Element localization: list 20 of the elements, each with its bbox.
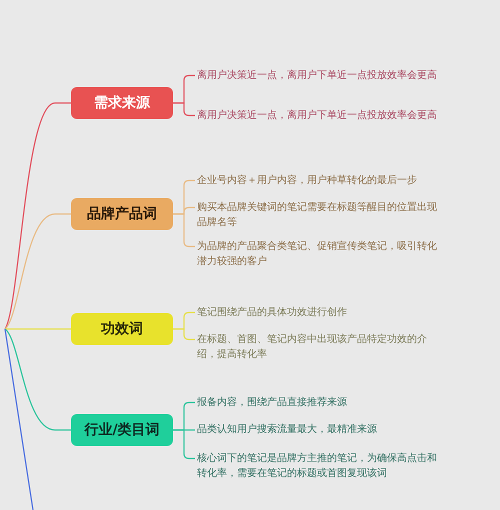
branch-text: 企业号内容＋用户内容，用户种草转化的最后一步: [197, 173, 437, 188]
branch-text: 报备内容，围绕产品直接推荐来源: [197, 395, 437, 410]
branch-line: [4, 213, 71, 330]
branch-line: [5, 328, 71, 330]
topic-box: 品牌产品词: [71, 198, 173, 230]
branch-text: 笔记围绕产品的具体功效进行创作: [197, 305, 437, 320]
topic-box: 需求来源: [71, 87, 173, 119]
branch-line: [173, 328, 195, 340]
branch-text: 在标题、首图、笔记内容中出现该产品特定功效的介绍，提高转化率: [197, 332, 437, 362]
branch-text: 核心词下的笔记是品牌方主推的笔记，为确保高点击和转化率，需要在笔记的标题或首图复现该词: [197, 451, 437, 481]
branch-text: 品类认知用户搜索流量最大，最精准来源: [197, 422, 437, 437]
topic-box: 功效词: [71, 313, 173, 345]
branch-text: 离用户决策近一点，离用户下单近一点投放效率会更高: [197, 68, 437, 83]
branch-text: 购买本品牌关键词的笔记需要在标题等醒目的位置出现品牌名等: [197, 200, 437, 230]
branch-text: 离用户决策近一点，离用户下单近一点投放效率会更高: [197, 108, 437, 123]
branch-line: [4, 102, 71, 330]
branch-text: 为品牌的产品聚合类笔记、促销宣传类笔记，吸引转化潜力较强的客户: [197, 239, 437, 269]
branch-line: [173, 102, 195, 116]
topic-box: 行业/类目词: [71, 414, 173, 446]
branch-line: [4, 328, 71, 431]
